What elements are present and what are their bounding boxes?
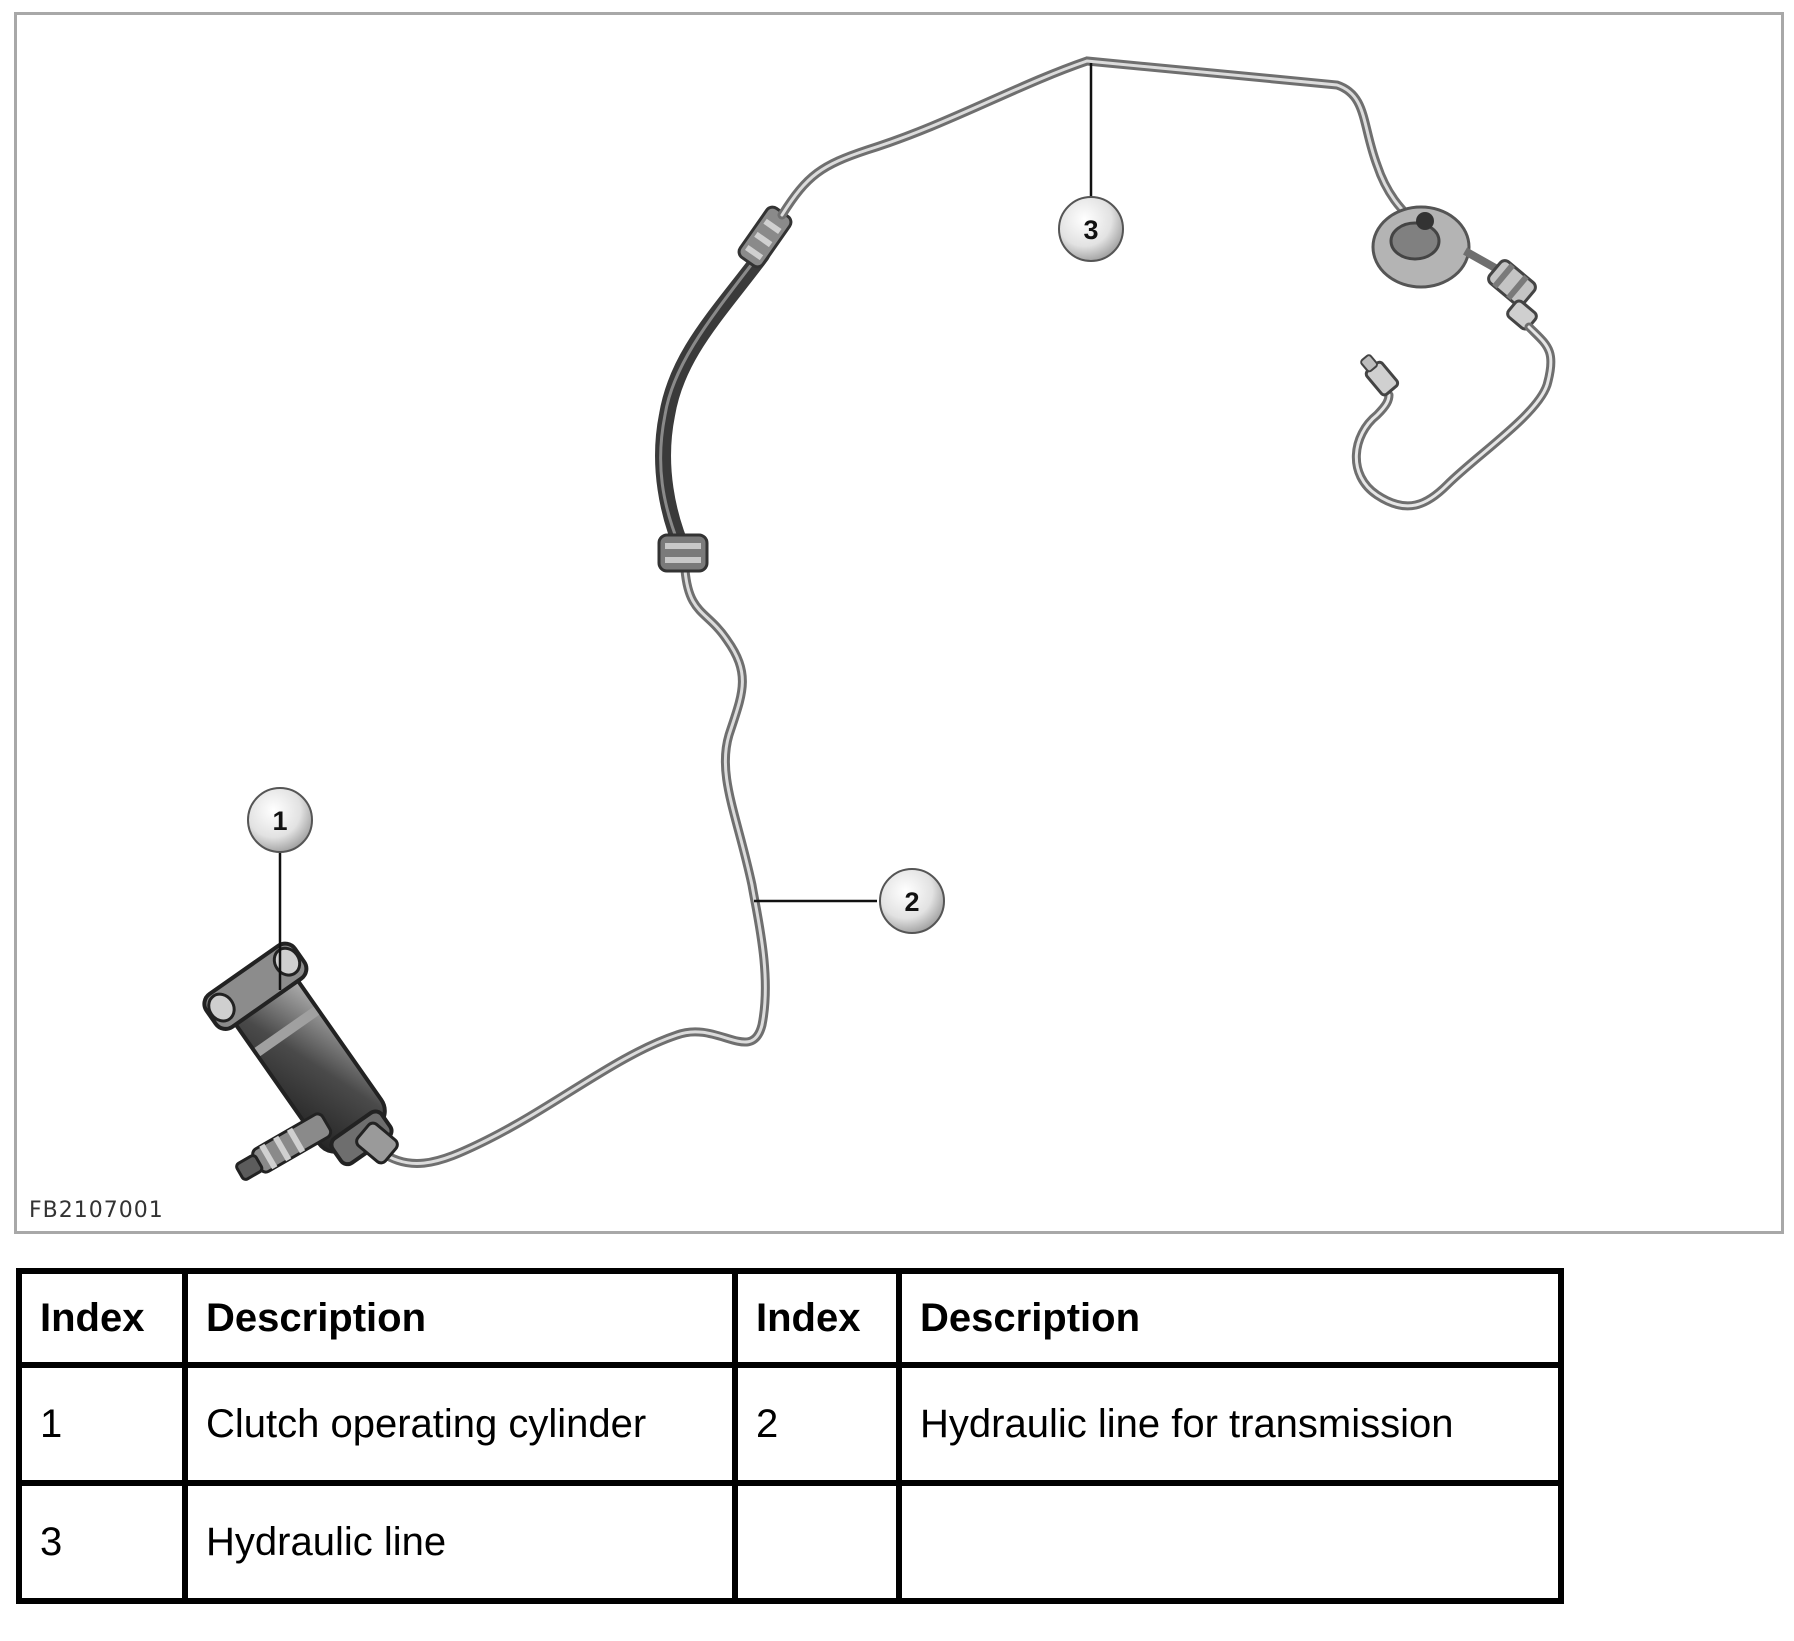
header-index-b: Index (732, 1268, 902, 1368)
legend-description-cell: Hydraulic line (182, 1480, 738, 1604)
callout-1: 1 (247, 787, 313, 990)
flexible-hose (655, 205, 793, 573)
hydraulic-line (777, 56, 1556, 511)
legend-index-cell: 3 (16, 1480, 188, 1604)
callout-3-badge (1058, 196, 1124, 262)
legend-row: 1 Clutch operating cylinder 2 Hydraulic … (16, 1362, 1564, 1486)
legend-index-cell: 1 (16, 1362, 188, 1486)
legend-table: Index Description Index Description 1 Cl… (16, 1268, 1564, 1604)
figure-id: FB2107001 (29, 1198, 164, 1223)
callout-2: 2 (754, 868, 945, 934)
legend-description-cell (896, 1480, 1564, 1604)
legend-description-cell: Clutch operating cylinder (182, 1362, 738, 1486)
callout-2-label: 2 (904, 887, 919, 917)
callout-2-badge (879, 868, 945, 934)
header-description-b: Description (896, 1268, 1564, 1368)
legend-index-cell: 2 (732, 1362, 902, 1486)
hydraulic-line-diagram: 1 2 3 FB2107001 (29, 56, 1556, 1223)
hydraulic-line-for-transmission (367, 565, 770, 1168)
figure-frame: 1 2 3 FB2107001 (14, 12, 1784, 1234)
callout-1-label: 1 (272, 806, 287, 836)
legend-header-row: Index Description Index Description (16, 1268, 1564, 1368)
callout-3-label: 3 (1083, 215, 1098, 245)
legend-description-cell: Hydraulic line for transmission (896, 1362, 1564, 1486)
callout-3: 3 (1058, 63, 1124, 262)
header-description-a: Description (182, 1268, 738, 1368)
clutch-operating-cylinder (202, 941, 399, 1181)
legend-row: 3 Hydraulic line (16, 1480, 1564, 1604)
callout-1-badge (247, 787, 313, 853)
header-index-a: Index (16, 1268, 188, 1368)
legend-index-cell (732, 1480, 902, 1604)
